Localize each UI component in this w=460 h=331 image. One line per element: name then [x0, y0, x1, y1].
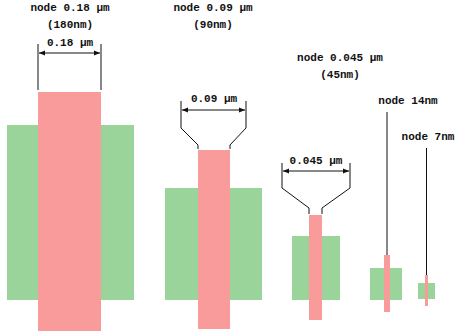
- node-size: (180nm): [47, 19, 93, 32]
- node-title: node 0.09 μm: [173, 2, 252, 15]
- node-title: node 0.18 μm: [30, 2, 109, 15]
- node-title: node 14nm: [378, 95, 437, 108]
- node-title: node 0.045 μm: [297, 52, 383, 65]
- transistor-7nm: [418, 148, 435, 306]
- node-title: node 7nm: [402, 131, 455, 144]
- transistor-90nm: [165, 101, 262, 329]
- node-size: (45nm): [320, 69, 360, 82]
- dimension-label: 0.045 μm: [290, 155, 343, 168]
- transistor-14nm: [370, 112, 402, 312]
- dimension-label: 0.09 μm: [191, 93, 237, 106]
- transistor-45nm: [282, 163, 350, 320]
- dimension-label: 0.18 μm: [47, 37, 93, 50]
- transistor-180nm: [7, 44, 134, 331]
- node-size: (90nm): [193, 19, 233, 32]
